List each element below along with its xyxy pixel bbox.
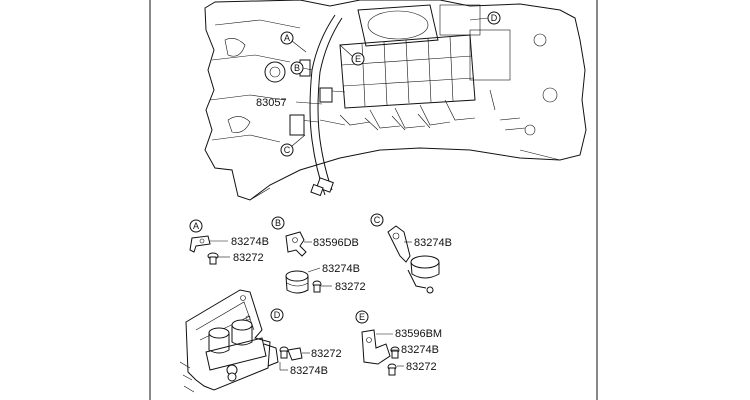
clip-bracket: [285, 231, 307, 257]
detail-e-part-3: 83272: [406, 361, 437, 373]
balloon-a-main: A: [280, 31, 307, 53]
clip-bracket: [361, 329, 391, 365]
clip-bracket: [387, 225, 411, 263]
detail-d-part-2: 83274B: [290, 365, 328, 377]
washer: [426, 286, 434, 294]
detail-b-balloon: [271, 216, 285, 230]
svg-text:A: A: [193, 221, 199, 231]
solenoid-valve-left: [208, 327, 230, 354]
bolt: [312, 280, 322, 293]
balloon-d-main: D: [469, 11, 501, 25]
detail-e-balloon: [355, 310, 369, 324]
engine-block-drawing: [204, 0, 587, 201]
clip-bracket: [189, 235, 211, 253]
solenoid-assembly: [179, 289, 279, 393]
bolt: [279, 346, 289, 359]
detail-d-balloon: [270, 308, 284, 322]
detail-d: D 83272 832: [179, 289, 342, 393]
detail-c-part-1: 83274B: [414, 237, 452, 249]
detail-a-part-1: 83274B: [231, 236, 269, 248]
detail-b: B 83596DB 83274B 83272: [271, 216, 366, 294]
callout-leader-83057: [295, 101, 323, 105]
detail-a-balloon: [189, 219, 203, 233]
detail-c-balloon: [370, 213, 384, 227]
svg-text:C: C: [374, 215, 381, 225]
svg-text:B: B: [275, 218, 281, 228]
clamp-band: [410, 255, 440, 279]
detail-b-part-1: 83596DB: [313, 237, 359, 249]
detail-d-part-1: 83272: [311, 348, 342, 360]
svg-text:D: D: [491, 13, 498, 23]
solenoid-valve-right: [231, 319, 253, 346]
balloon-b-main: B: [290, 61, 313, 75]
svg-text:D: D: [274, 310, 281, 320]
detail-e-part-2: 83274B: [401, 344, 439, 356]
detail-e-part-1: 83596BM: [395, 328, 442, 340]
detail-b-part-2: 83274B: [322, 263, 360, 275]
detail-c: C 83274B: [370, 213, 452, 294]
detail-a-part-2: 83272: [233, 252, 264, 264]
bolt: [390, 346, 400, 359]
callout-83057: 83057: [256, 97, 287, 109]
balloon-c-main: C: [280, 134, 306, 157]
clip-bracket: [287, 347, 303, 361]
svg-text:E: E: [355, 54, 361, 64]
detail-e: E 83596BM 83274B 83272: [355, 310, 442, 376]
svg-text:A: A: [284, 33, 290, 43]
bolt: [207, 252, 219, 265]
detail-a: A 83274B 83272: [189, 219, 269, 265]
bolt: [387, 363, 397, 376]
injection-pump-body: [339, 34, 476, 109]
clamp-band: [285, 270, 309, 294]
wire-harness: [289, 14, 346, 197]
detail-b-part-3: 83272: [335, 281, 366, 293]
svg-text:E: E: [359, 312, 365, 322]
svg-text:C: C: [284, 145, 291, 155]
balloon-e-main: E: [339, 44, 365, 66]
svg-text:B: B: [294, 63, 300, 73]
